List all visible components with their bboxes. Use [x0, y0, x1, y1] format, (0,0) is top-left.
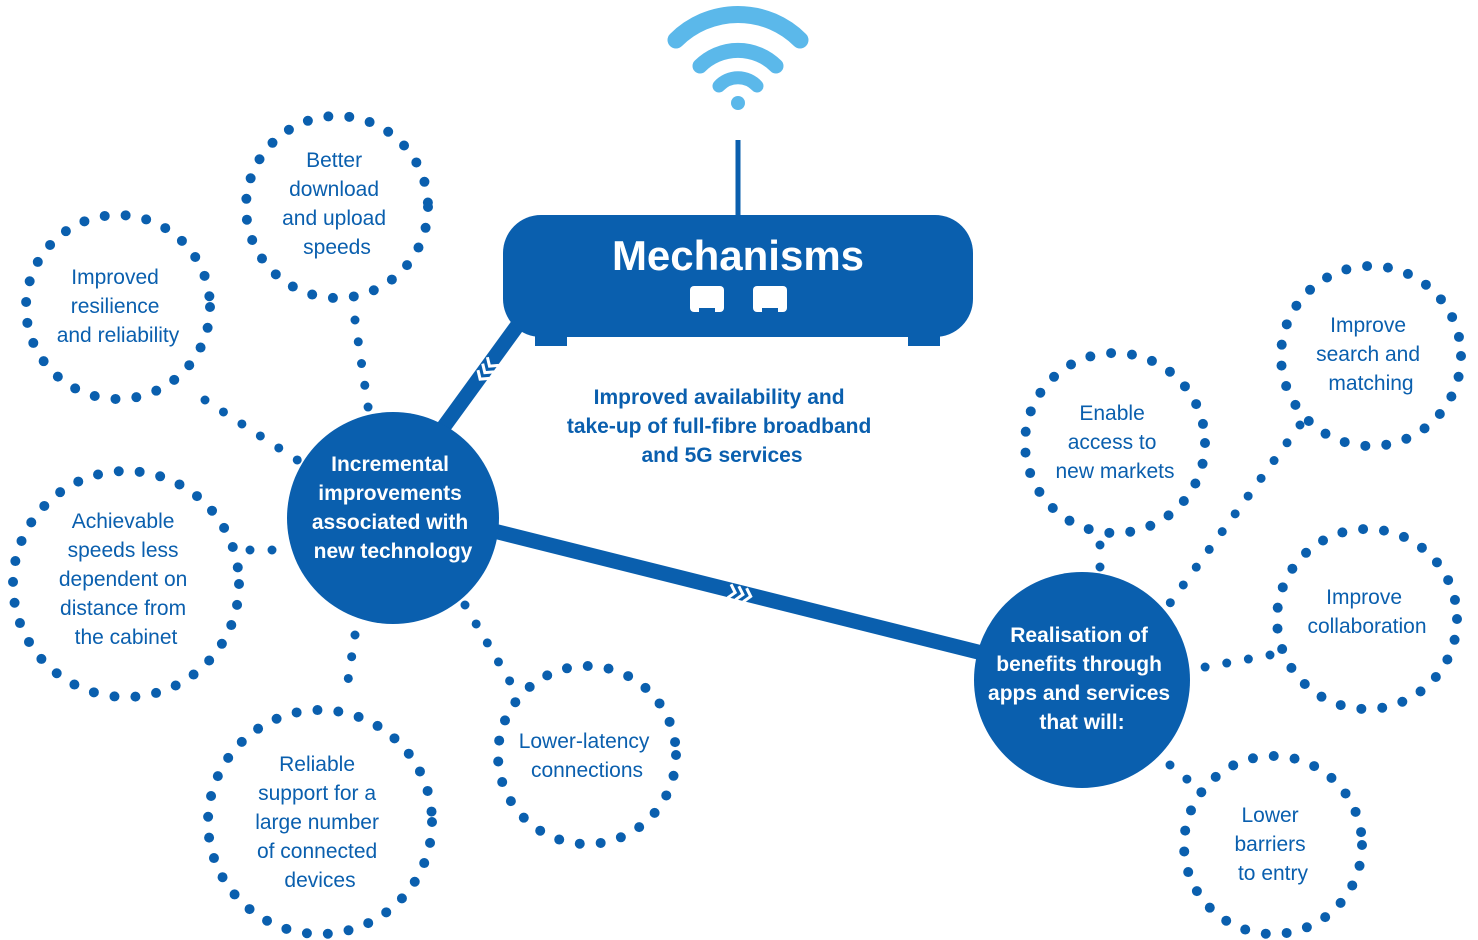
connector-incremental-to-realisation [488, 522, 992, 663]
bubble-achievable-speeds-outline [8, 466, 244, 702]
router-port-icon [690, 286, 724, 313]
bubble-search-matching-label: Improve search and matching [1316, 314, 1426, 395]
bubble-search-matching-outline [1276, 261, 1466, 451]
bubble-outlines [8, 111, 1466, 939]
bubble-connected-devices-outline [203, 705, 437, 939]
bubble-achievable-speeds-label: Achievable speeds less dependent on dist… [59, 510, 193, 649]
bubble-resilience-label: Improved resilience and reliability [57, 266, 180, 347]
bubble-barriers-label: Lower barriers to entry [1234, 804, 1311, 885]
chevron-icon [476, 356, 499, 381]
diagram-title: Mechanisms [612, 232, 864, 279]
bubble-barriers-outline [1179, 751, 1367, 939]
router-port-icon [753, 286, 787, 313]
hub-realisation-circle [974, 572, 1190, 788]
router-icon [503, 215, 973, 346]
bubble-latency-outline [493, 661, 681, 849]
bubble-better-speeds-outline [241, 111, 433, 303]
bubble-resilience-outline [21, 210, 215, 404]
bubble-new-markets-outline [1020, 348, 1210, 538]
wifi-icon [667, 5, 809, 110]
hub-incremental-circle [287, 412, 499, 624]
bubble-collaboration-outline [1272, 524, 1462, 714]
bubble-better-speeds-label: Better download and upload speeds [282, 149, 392, 259]
caption: Improved availability and take-up of ful… [567, 386, 877, 467]
bubble-latency-label: Lower-latency connections [519, 730, 656, 782]
hub-realisation-label: Realisation of benefits through apps and… [988, 624, 1176, 734]
chevron-icon [726, 583, 753, 603]
hub-incremental-label: Incremental improvements associated with… [312, 453, 474, 563]
bubble-collaboration-label: Improve collaboration [1307, 586, 1426, 638]
dotted-connectors [200, 315, 1305, 795]
bubble-connected-devices-label: Reliable support for a large number of c… [255, 753, 385, 892]
bubble-new-markets-label: Enable access to new markets [1055, 402, 1174, 483]
